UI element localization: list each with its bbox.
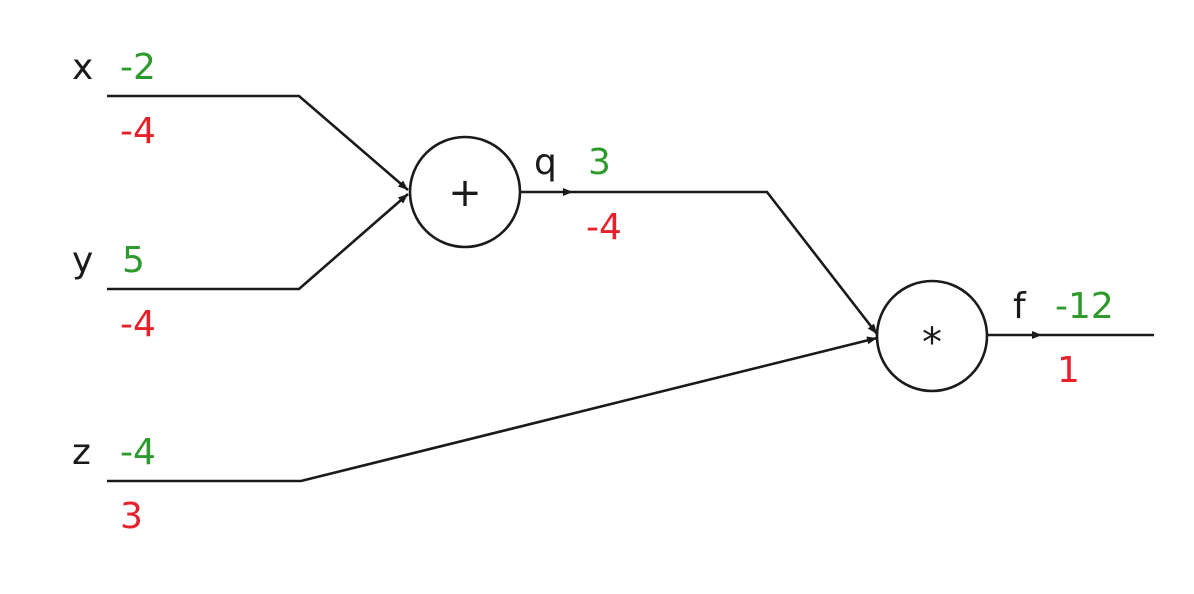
x-forward-value: -2	[120, 47, 156, 88]
x-name-label: x	[72, 47, 93, 88]
multiply-operator: *	[922, 320, 942, 366]
z-gradient-value: 3	[120, 496, 143, 537]
wire-q-to-mul	[573, 190, 879, 335]
f-gradient-value: 1	[1057, 350, 1080, 391]
q-name-label: q	[534, 142, 557, 183]
f-forward-value: -12	[1055, 286, 1114, 327]
wire-z-to-mul	[107, 336, 878, 483]
y-name-label: y	[72, 240, 93, 281]
add-operator: +	[448, 170, 482, 216]
y-forward-value: 5	[122, 240, 145, 281]
add-node: +	[408, 135, 522, 249]
multiply-node: *	[875, 279, 989, 393]
y-gradient-value: -4	[120, 304, 156, 345]
q-forward-value: 3	[588, 142, 611, 183]
f-name-label: f	[1013, 286, 1027, 327]
x-gradient-value: -4	[120, 111, 156, 152]
z-forward-value: -4	[120, 432, 156, 473]
wire-x-to-add	[107, 94, 409, 191]
z-name-label: z	[72, 432, 91, 473]
wire-y-to-add	[107, 193, 409, 291]
q-gradient-value: -4	[586, 207, 622, 248]
